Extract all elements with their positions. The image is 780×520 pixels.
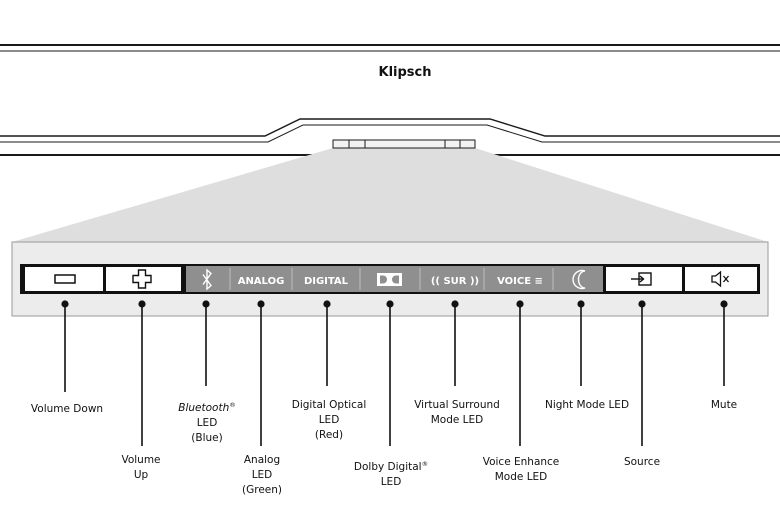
label-volume-up: Volume Up: [121, 454, 161, 481]
callout-voice: [516, 300, 524, 446]
callout-dolby: [386, 300, 394, 446]
callout-night: [577, 300, 585, 386]
callout-digital: [323, 300, 331, 386]
label-mute: Mute: [710, 399, 738, 411]
brand-logo: Klipsch: [379, 65, 432, 80]
callout-mute: [720, 300, 728, 386]
soundbar-body: [0, 44, 780, 156]
callout-source: [638, 300, 646, 446]
callout-volume-up: [138, 300, 146, 446]
moon-icon: [572, 269, 586, 290]
analog-led: ANALOG: [238, 276, 285, 287]
led-separators: [229, 268, 554, 290]
digital-led: DIGITAL: [304, 276, 349, 287]
label-voice-enhance-led: Voice Enhance Mode LED: [482, 456, 560, 483]
plus-icon: [132, 269, 152, 289]
bluetooth-led: [202, 268, 212, 291]
dolby-led: [377, 273, 402, 286]
zoom-projection: [12, 148, 768, 242]
callout-bluetooth: [202, 300, 210, 386]
volume-up-button[interactable]: [106, 267, 181, 291]
volume-down-button[interactable]: [25, 267, 103, 291]
dolby-icon: [377, 273, 402, 286]
bluetooth-icon: [202, 268, 212, 291]
callout-analog: [257, 300, 265, 446]
label-dolby-digital-led: Dolby Digital® LED: [353, 460, 429, 488]
label-volume-down: Volume Down: [30, 403, 104, 415]
label-digital-optical-led: Digital Optical LED (Red): [291, 399, 367, 441]
source-button[interactable]: [606, 267, 682, 291]
callout-surround: [451, 300, 459, 386]
callout-volume-down: [61, 300, 69, 392]
surround-led: (( SUR )): [431, 276, 479, 287]
label-source: Source: [623, 456, 661, 468]
label-bluetooth-led: Bluetooth® LED (Blue): [178, 401, 236, 444]
voice-enhance-led: VOICE ≡: [497, 276, 543, 287]
minus-icon: [54, 274, 76, 284]
night-mode-led: [572, 269, 586, 290]
label-night-mode-led: Night Mode LED: [544, 399, 630, 411]
speaker-mute-icon: [711, 270, 729, 288]
label-virtual-surround-led: Virtual Surround Mode LED: [414, 399, 500, 426]
top-control-strip: [332, 139, 476, 149]
callout-lines: [61, 300, 728, 446]
source-input-icon: [631, 272, 652, 286]
mute-button[interactable]: [685, 267, 757, 291]
label-analog-led: Analog LED (Green): [242, 454, 282, 496]
